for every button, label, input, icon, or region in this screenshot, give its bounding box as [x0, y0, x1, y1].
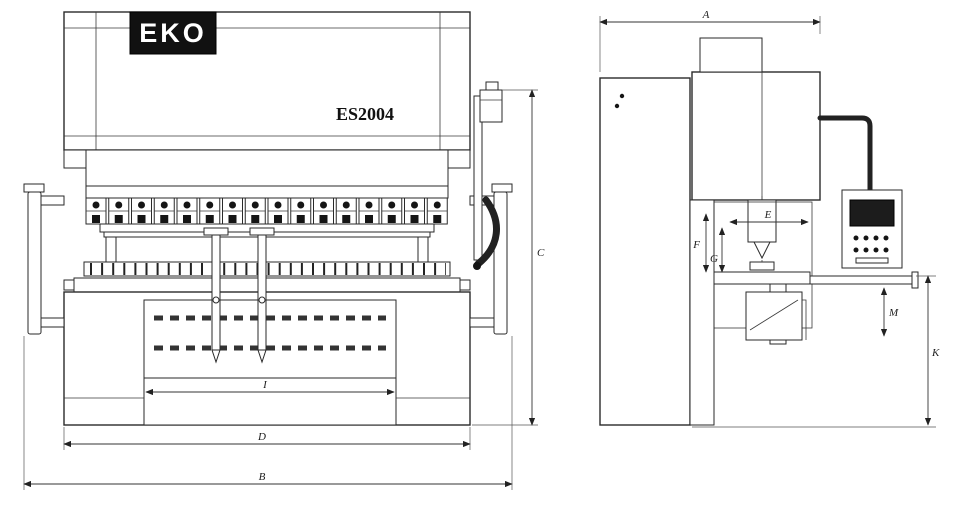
dim-i-label: I — [262, 379, 268, 391]
left-support-arm — [23, 183, 65, 335]
clamp — [404, 197, 425, 225]
dim-f-label: F — [692, 239, 700, 251]
pendant-arm — [817, 115, 873, 193]
support-rail — [809, 271, 919, 289]
clamp — [199, 197, 221, 225]
dim-g-label: G — [710, 253, 718, 265]
dim-e-label: E — [764, 209, 772, 221]
clamp — [131, 197, 152, 225]
clamp — [244, 197, 266, 225]
control-lever — [473, 81, 503, 270]
dim-frame-width: D — [63, 427, 471, 450]
model-text: ES2004 — [336, 104, 394, 124]
ram-housing — [691, 37, 821, 201]
brand-text: EKO — [139, 18, 207, 48]
dim-a-label: A — [702, 9, 710, 21]
clamp — [153, 197, 175, 225]
dim-c-label: C — [537, 247, 545, 259]
clamp — [313, 197, 334, 225]
dim-arm-m: M — [880, 287, 899, 337]
control-pendant — [817, 115, 903, 269]
clamp — [222, 197, 243, 225]
left-post — [105, 236, 117, 266]
ram-and-punch — [747, 196, 777, 271]
dim-d-label: D — [257, 431, 266, 443]
clamp-row — [85, 197, 448, 225]
front-view: EKO ES2004 — [23, 11, 545, 490]
work-table — [63, 261, 471, 293]
die — [749, 261, 775, 271]
dim-throat-g: G — [710, 227, 726, 273]
dim-throat-f: F — [692, 213, 710, 273]
upper-beam — [63, 11, 471, 187]
dim-m-label: M — [888, 307, 899, 319]
clamp — [108, 197, 130, 225]
clamp — [426, 197, 448, 225]
side-view: A — [599, 9, 940, 428]
clamp — [176, 197, 198, 225]
dim-overall-width: B — [23, 336, 513, 490]
base-frame — [63, 291, 471, 426]
dim-inner-width: I — [145, 379, 395, 396]
lever-handle — [474, 196, 500, 268]
pendant-buttons — [853, 235, 889, 264]
side-column — [599, 77, 691, 426]
dim-right-height: K — [692, 275, 940, 428]
dim-table-e: E — [729, 209, 809, 226]
dim-top-depth: A — [599, 9, 821, 72]
dim-k-label: K — [931, 347, 940, 359]
clamp — [290, 197, 312, 225]
clamp — [381, 197, 403, 225]
clamp — [358, 197, 380, 225]
right-post — [417, 236, 429, 266]
dim-b-label: B — [259, 471, 266, 483]
clamp-bar — [85, 185, 449, 199]
foot-pedal-box — [745, 291, 803, 341]
dim-height: C — [472, 89, 545, 426]
clamp — [335, 197, 357, 225]
pendant-screen — [849, 199, 895, 227]
sheet-follower-left — [203, 227, 229, 364]
sheet-follower-right — [249, 227, 275, 364]
clamp — [85, 197, 107, 225]
clamp — [267, 197, 289, 225]
brand-logo: EKO — [129, 11, 217, 55]
